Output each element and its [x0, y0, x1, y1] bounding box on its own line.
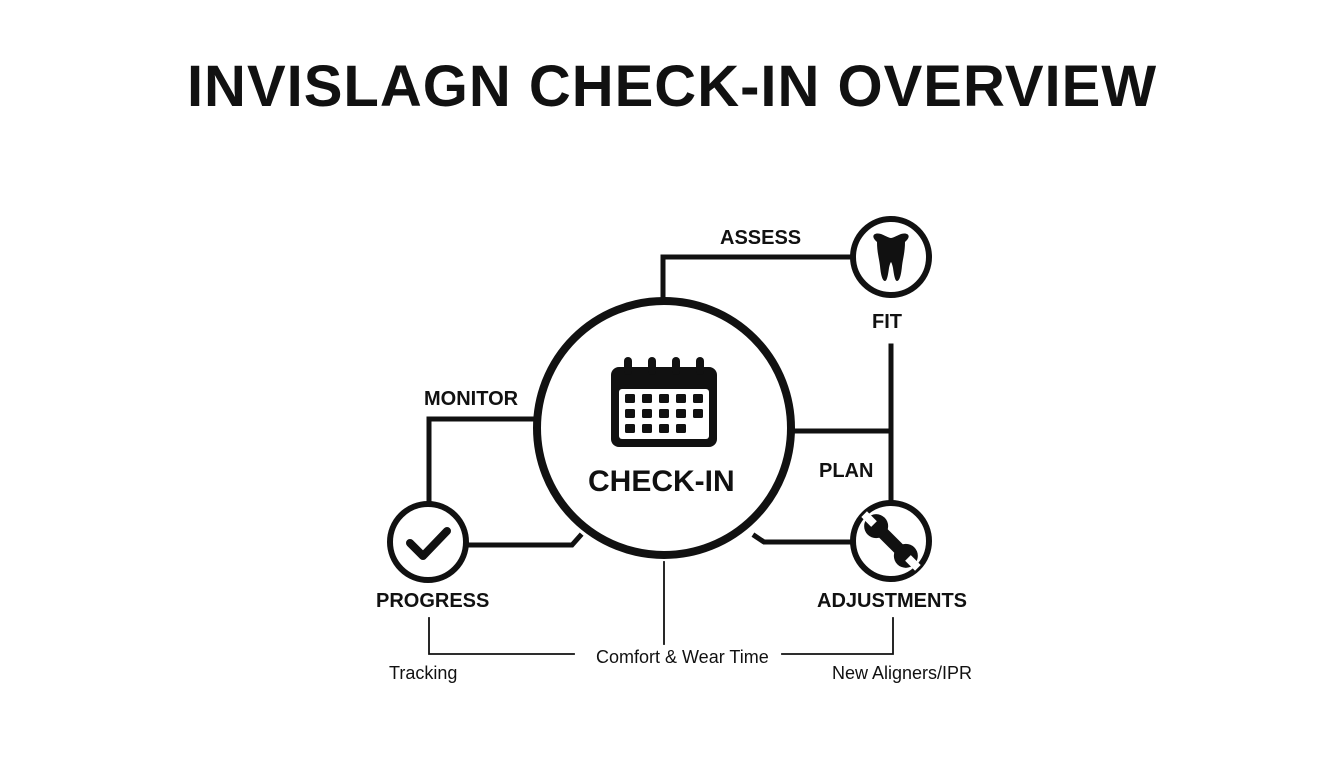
- assess-label: ASSESS: [720, 227, 802, 249]
- calendar-icon: [611, 357, 717, 447]
- bracket-aligners: [781, 617, 894, 655]
- check-in-label: CHECK-IN: [588, 465, 735, 498]
- progress-label: PROGRESS: [376, 590, 490, 612]
- tooth-icon: [873, 233, 909, 281]
- wrench-icon: [861, 511, 921, 571]
- adjustments-label: ADJUSTMENTS: [817, 590, 968, 612]
- connector-monitor: [426, 416, 541, 506]
- connector-assess: [660, 254, 855, 303]
- progress-node: [387, 501, 469, 583]
- tracking-note: Tracking: [389, 663, 458, 683]
- connector-center-adjustments: [751, 532, 856, 545]
- plan-label: PLAN: [819, 460, 874, 482]
- connector-center-progress: [465, 532, 584, 548]
- monitor-label: MONITOR: [424, 388, 519, 410]
- aligners-note: New Aligners/IPR: [832, 663, 973, 683]
- fit-label: FIT: [872, 311, 902, 333]
- checkmark-icon: [406, 527, 451, 560]
- page-title: INVISLAGN CHECK-IN OVERVIEW: [186, 54, 1158, 119]
- comfort-note: Comfort & Wear Time: [596, 647, 769, 667]
- bracket-tracking: [428, 617, 575, 655]
